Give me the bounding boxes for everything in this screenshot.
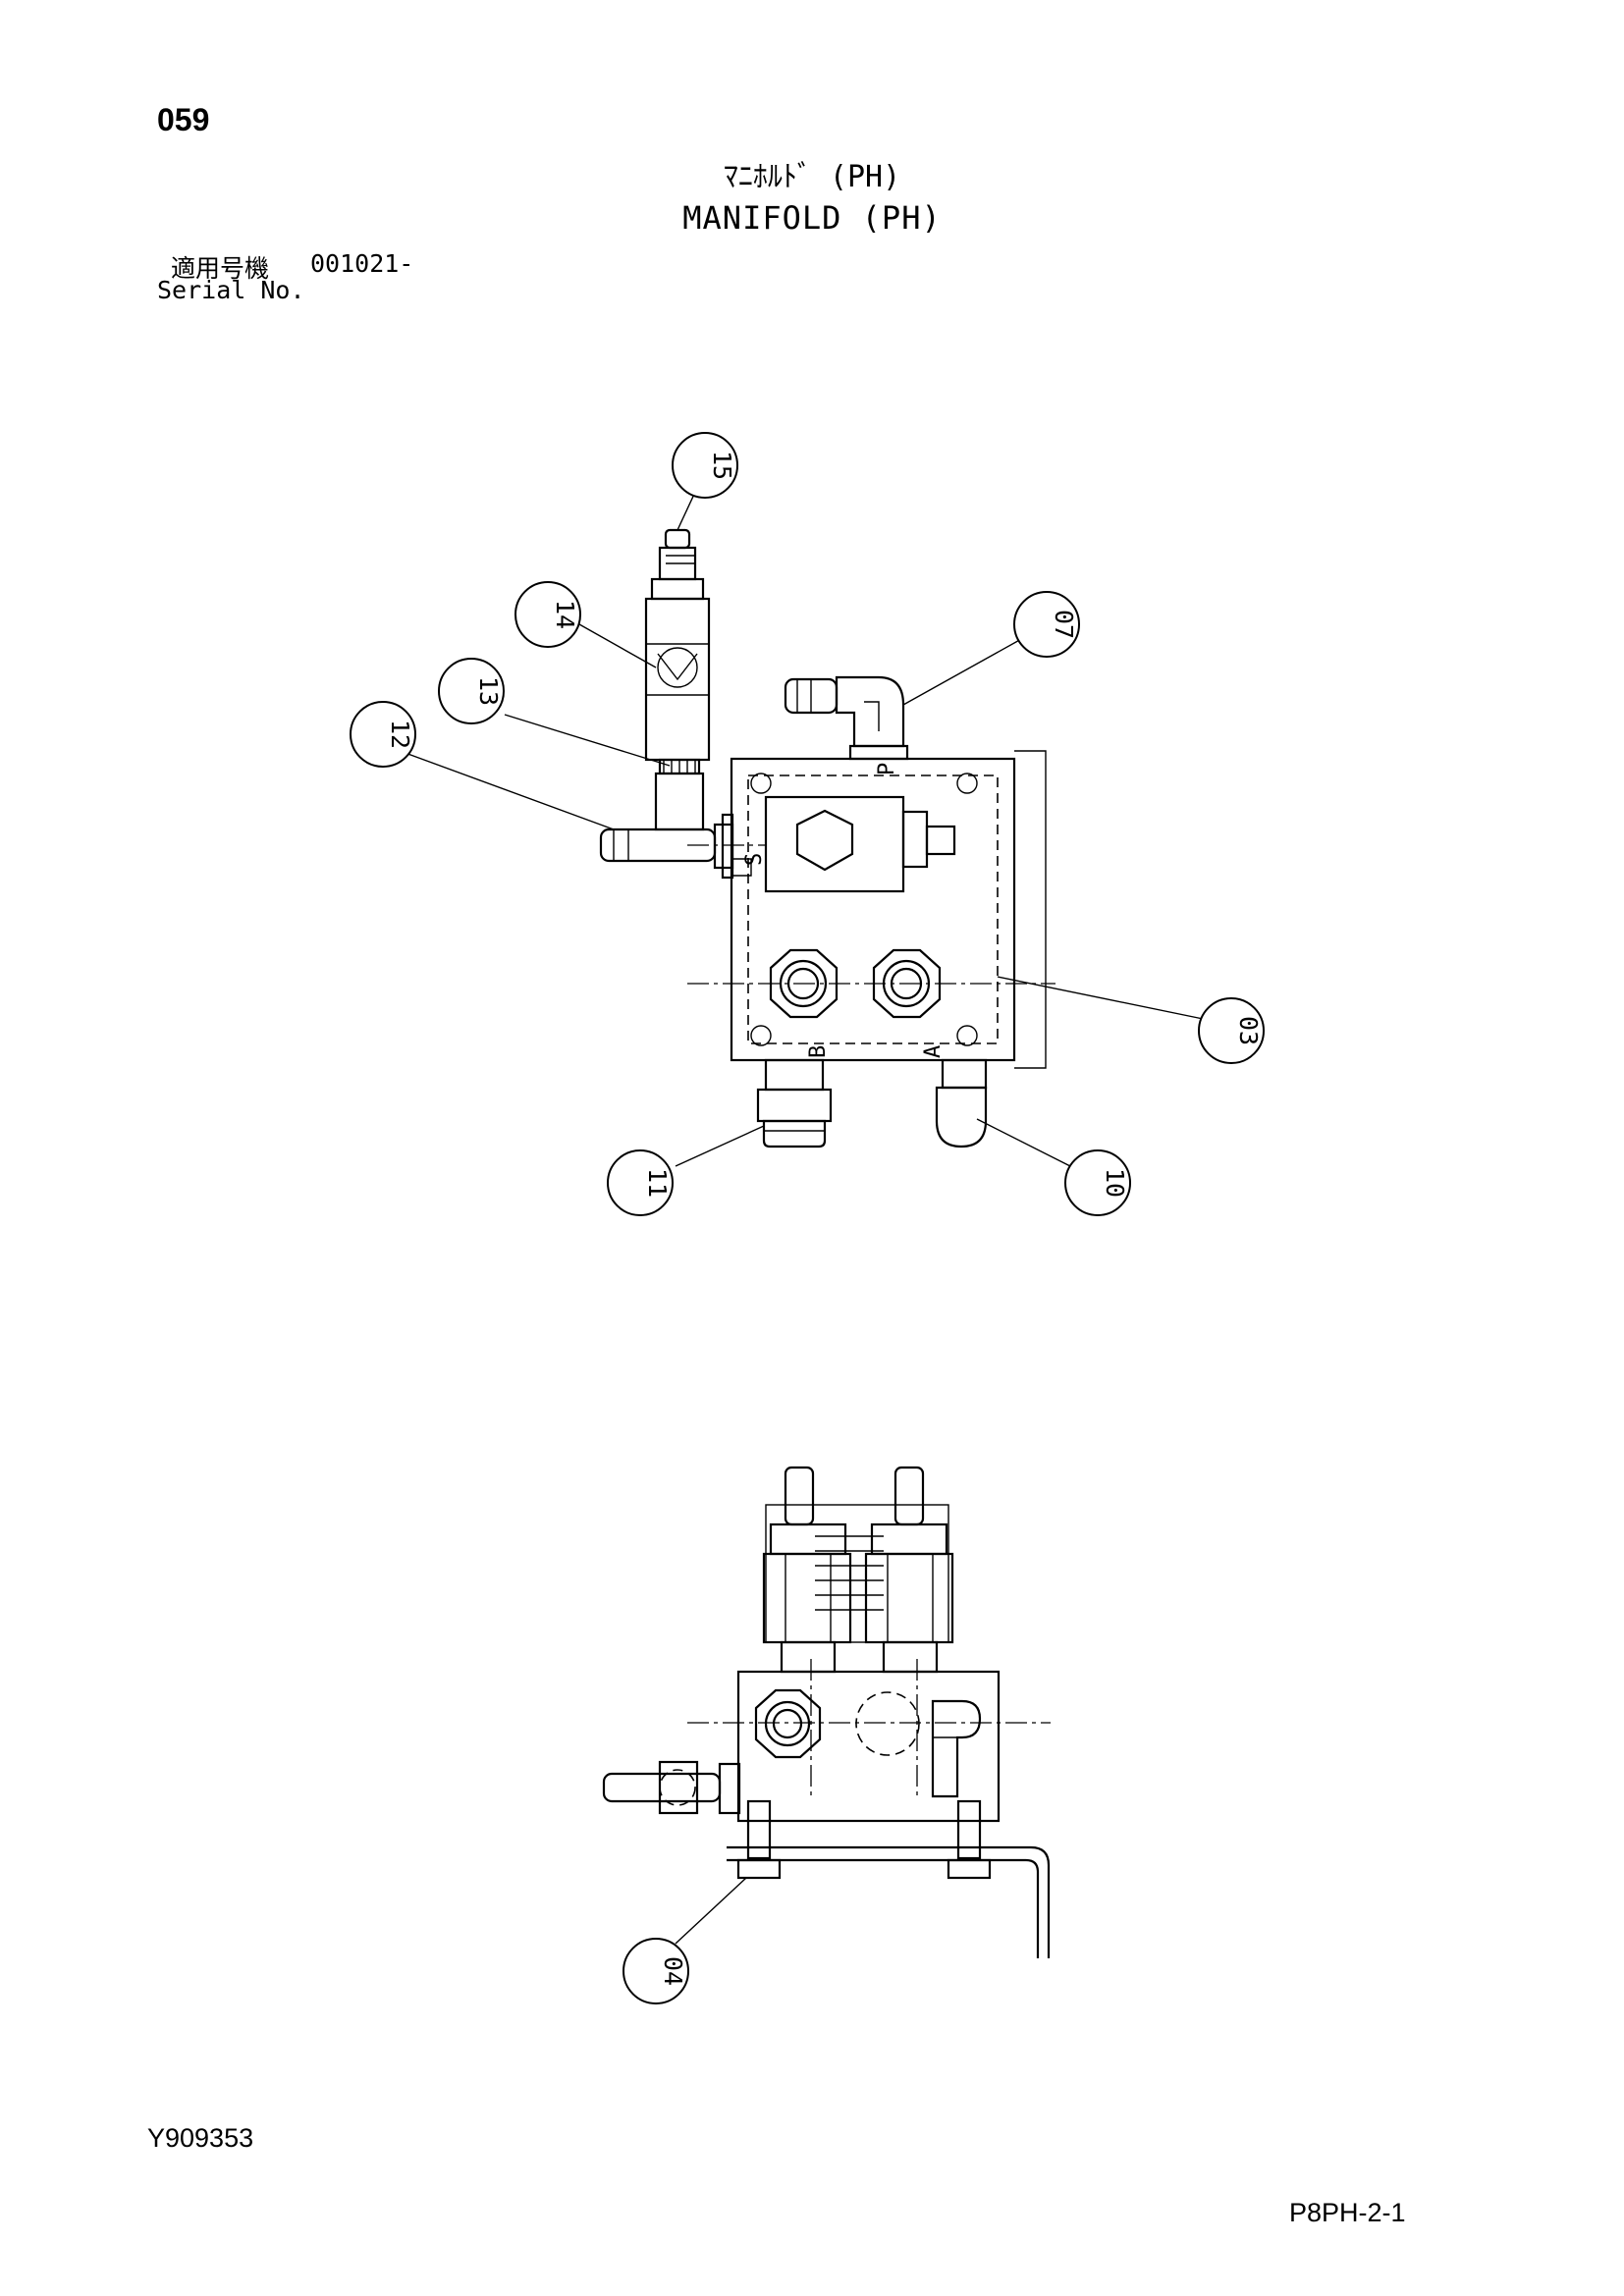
drawing-code: Y909353	[147, 2123, 254, 2153]
serial-label-japanese: 適用号機	[171, 254, 270, 283]
serial-label-english: Serial No.	[157, 276, 305, 304]
port-label-s: S	[742, 853, 767, 866]
serial-value: 001021-	[310, 249, 414, 278]
manifold-block-side	[736, 1670, 1001, 1823]
balloon-11-label: 11	[643, 1168, 672, 1198]
balloon-10: 10	[1064, 1149, 1131, 1216]
bolt-04	[736, 1799, 782, 1880]
fitting-07-elbow	[784, 675, 909, 761]
port-label-a: A	[921, 1045, 946, 1058]
port-fitting-b	[769, 948, 839, 1019]
fitting-13-tee	[654, 758, 705, 831]
balloon-07: 07	[1013, 591, 1080, 658]
title-english: MANIFOLD (PH)	[682, 199, 942, 237]
balloon-13: 13	[438, 658, 505, 724]
port-label-b: B	[806, 1045, 831, 1058]
balloon-13-label: 13	[474, 676, 503, 706]
title-japanese: ﾏﾆﾎﾙﾄﾞ (PH)	[723, 160, 901, 194]
balloon-03-label: 03	[1234, 1016, 1263, 1045]
balloon-11: 11	[607, 1149, 674, 1216]
bolt-04-right	[947, 1799, 992, 1880]
manifold-side-view	[602, 1466, 1051, 1958]
balloon-04-label: 04	[659, 1956, 687, 1986]
balloon-12: 12	[350, 701, 416, 768]
balloon-07-label: 07	[1050, 610, 1078, 639]
port-label-p: P	[875, 763, 899, 775]
hex-plug	[795, 809, 854, 872]
balloon-15: 15	[672, 432, 738, 499]
valve-cartridge	[764, 795, 905, 893]
balloon-04: 04	[623, 1938, 689, 2004]
leader-lines	[402, 487, 1214, 1945]
fitting-11-connector	[756, 1058, 833, 1148]
port-fitting-a	[872, 948, 942, 1019]
port-labels: P S B A	[742, 763, 946, 1058]
manifold-top-view: P S B A	[599, 528, 1056, 1148]
sheet-code: P8PH-2-1	[1289, 2198, 1406, 2227]
balloon-12-label: 12	[386, 720, 414, 749]
fitting-15-connector	[658, 528, 697, 581]
fitting-10-elbow	[935, 1058, 988, 1148]
manifold-block	[730, 757, 1016, 1062]
balloon-14: 14	[514, 581, 581, 648]
balloon-14-label: 14	[551, 600, 579, 629]
balloon-15-label: 15	[708, 451, 736, 480]
balloon-03: 03	[1198, 997, 1265, 1064]
page-number: 059	[157, 102, 210, 137]
fitting-14-check-valve	[644, 577, 711, 762]
balloon-10-label: 10	[1101, 1168, 1129, 1198]
